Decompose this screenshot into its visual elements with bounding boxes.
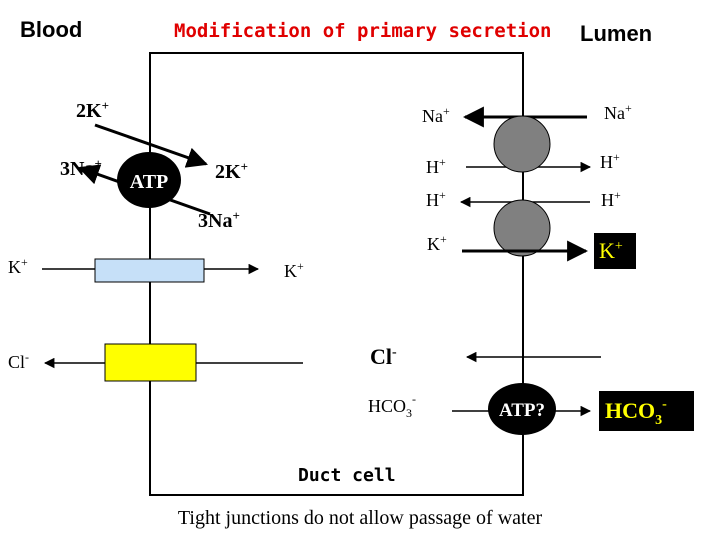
k-channel — [94, 258, 205, 283]
k-cell-apical-label: K+ — [427, 232, 447, 254]
k-in-cell-label: 2K+ — [215, 159, 248, 183]
hco3-lumen-highlight — [599, 391, 694, 431]
h-lumen-label-2: H+ — [601, 188, 621, 210]
atp-label: ATP — [130, 171, 169, 193]
cl-channel — [104, 343, 197, 382]
k-lumen-highlight — [594, 233, 636, 269]
caption: Tight junctions do not allow passage of … — [178, 507, 543, 529]
k-lumen-label: K+ — [599, 238, 623, 263]
diagram-title: Modification of primary secretion — [174, 20, 552, 42]
cl-blood-label: Cl- — [8, 350, 29, 372]
hco3-atpase — [488, 383, 556, 435]
h-cell-label-2: H+ — [426, 188, 446, 210]
k-blood-label: K+ — [8, 255, 28, 277]
hco3-lumen-label: HCO3- — [605, 397, 667, 428]
na-out-cell-label: 3Na+ — [198, 208, 240, 232]
na-cell-label: Na+ — [422, 104, 450, 126]
k-in-blood-label: 2K+ — [76, 98, 109, 122]
h-lumen-label-1: H+ — [600, 150, 620, 172]
na-lumen-label: Na+ — [604, 101, 632, 123]
h-cell-label-1: H+ — [426, 155, 446, 177]
na-out-blood-label: 3Na+ — [60, 156, 102, 180]
duct-cell-label: Duct cell — [298, 465, 396, 486]
na-k-atpase — [117, 152, 181, 208]
k-h-exchanger — [493, 199, 551, 257]
atp-pump-label: ATP? — [499, 400, 545, 421]
na-h-exchanger — [493, 115, 551, 173]
k-uptake-arrow — [94, 123, 208, 168]
lumen-label: Lumen — [580, 21, 652, 46]
k-cell-label: K+ — [284, 259, 304, 281]
hco3-cell-label: HCO3- — [368, 392, 416, 420]
duct-cell-outline — [149, 52, 524, 496]
blood-label: Blood — [20, 17, 82, 42]
cl-cell-label: Cl- — [370, 344, 397, 369]
